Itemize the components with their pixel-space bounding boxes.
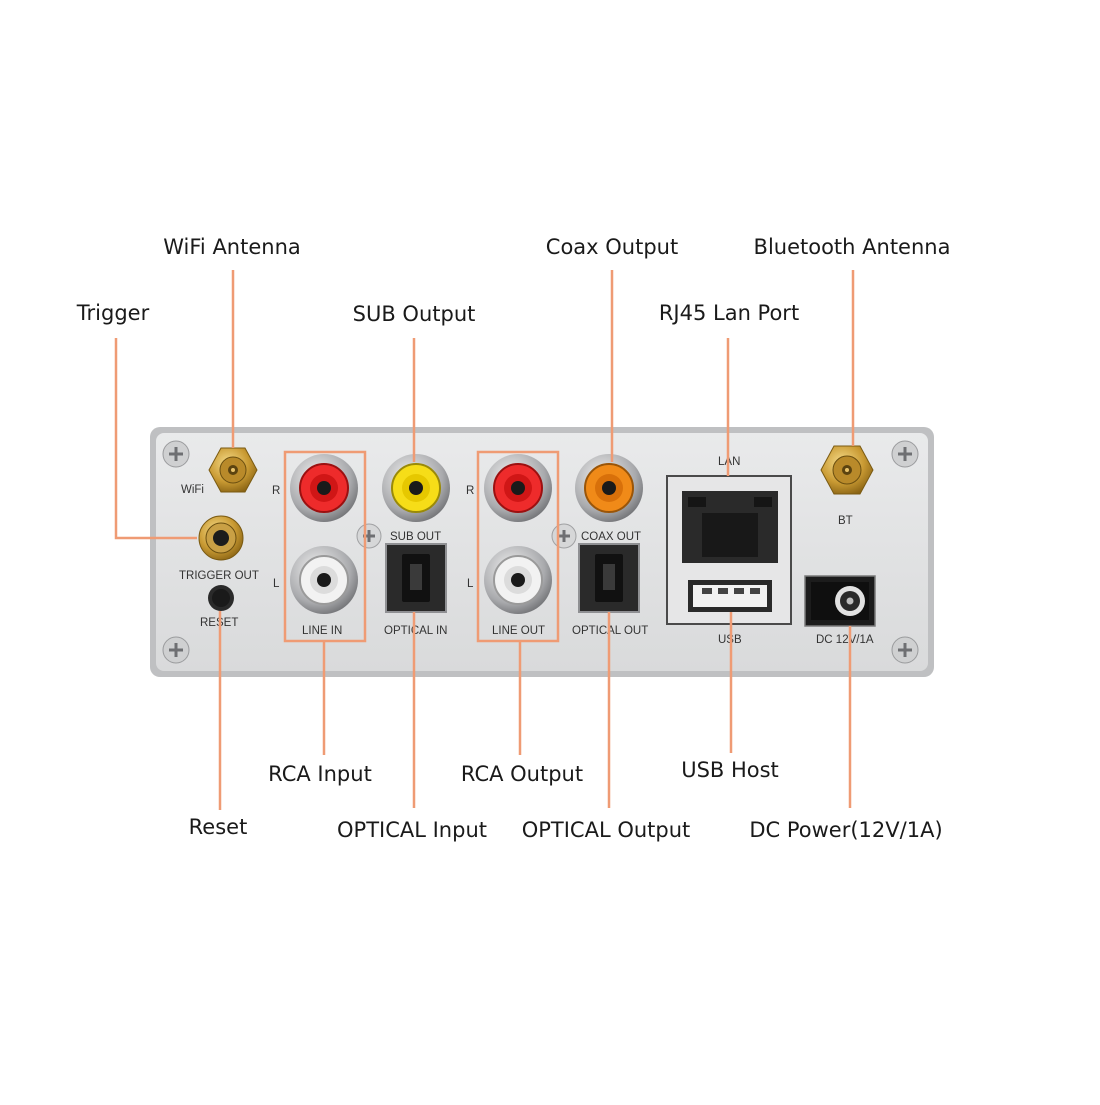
callout-lines	[114, 270, 855, 810]
wifi-antenna-callout: WiFi Antenna	[163, 235, 301, 259]
dc-power-jack	[804, 575, 876, 627]
sub-out-rca-jack	[382, 454, 450, 522]
trigger-callout: Trigger	[76, 301, 150, 325]
coax-out-label: COAX OUT	[581, 531, 641, 543]
panel-screw-icon	[551, 523, 577, 549]
panel-screw-icon	[891, 636, 919, 664]
sub-output-callout: SUB Output	[352, 302, 476, 326]
bluetooth-antenna-callout: Bluetooth Antenna	[753, 235, 951, 259]
panel-screw-icon	[162, 636, 190, 664]
trigger-out-jack	[198, 515, 244, 561]
line-out-right-rca-jack	[484, 454, 552, 522]
line-in-right-rca-jack	[290, 454, 358, 522]
coax-output-callout: Coax Output	[545, 235, 679, 259]
rca-output-callout: RCA Output	[460, 762, 584, 786]
panel-screw-icon	[162, 440, 190, 468]
line-out-l-label: L	[467, 578, 474, 590]
usb-host-port	[688, 580, 772, 612]
sub-out-label: SUB OUT	[390, 531, 441, 543]
line-in-label: LINE IN	[302, 625, 342, 637]
bt-label: BT	[838, 515, 853, 527]
optical-out-port	[578, 543, 640, 613]
line-in-l-label: L	[273, 578, 280, 590]
rj45-lan-port	[682, 491, 778, 563]
coax-out-rca-jack	[575, 454, 643, 522]
line-in-left-rca-jack	[290, 546, 358, 614]
trigger-out-label: TRIGGER OUT	[179, 570, 259, 582]
dc-power-callout: DC Power(12V/1A)	[749, 818, 943, 842]
reset-callout: Reset	[188, 815, 248, 839]
wifi-antenna-connector	[208, 447, 258, 493]
bt-antenna-connector	[820, 445, 874, 495]
line-out-left-rca-jack	[484, 546, 552, 614]
optical-in-label: OPTICAL IN	[384, 625, 447, 637]
panel-screw-icon	[356, 523, 382, 549]
line-out-label: LINE OUT	[492, 625, 545, 637]
dc-label: DC 12V/1A	[816, 634, 874, 646]
line-out-r-label: R	[466, 485, 474, 497]
wifi-label: WiFi	[181, 484, 204, 496]
line-out-highlight-box	[476, 450, 560, 643]
rj45-lan-port-callout: RJ45 Lan Port	[658, 301, 800, 325]
optical-input-callout: OPTICAL Input	[337, 818, 487, 842]
trigger-leader	[114, 338, 197, 540]
line-in-r-label: R	[272, 485, 280, 497]
rca-input-callout: RCA Input	[268, 762, 372, 786]
reset-button	[208, 585, 234, 611]
optical-output-callout: OPTICAL Output	[521, 818, 691, 842]
optical-in-port	[385, 543, 447, 613]
usb-host-callout: USB Host	[681, 758, 779, 782]
panel-screw-icon	[891, 440, 919, 468]
